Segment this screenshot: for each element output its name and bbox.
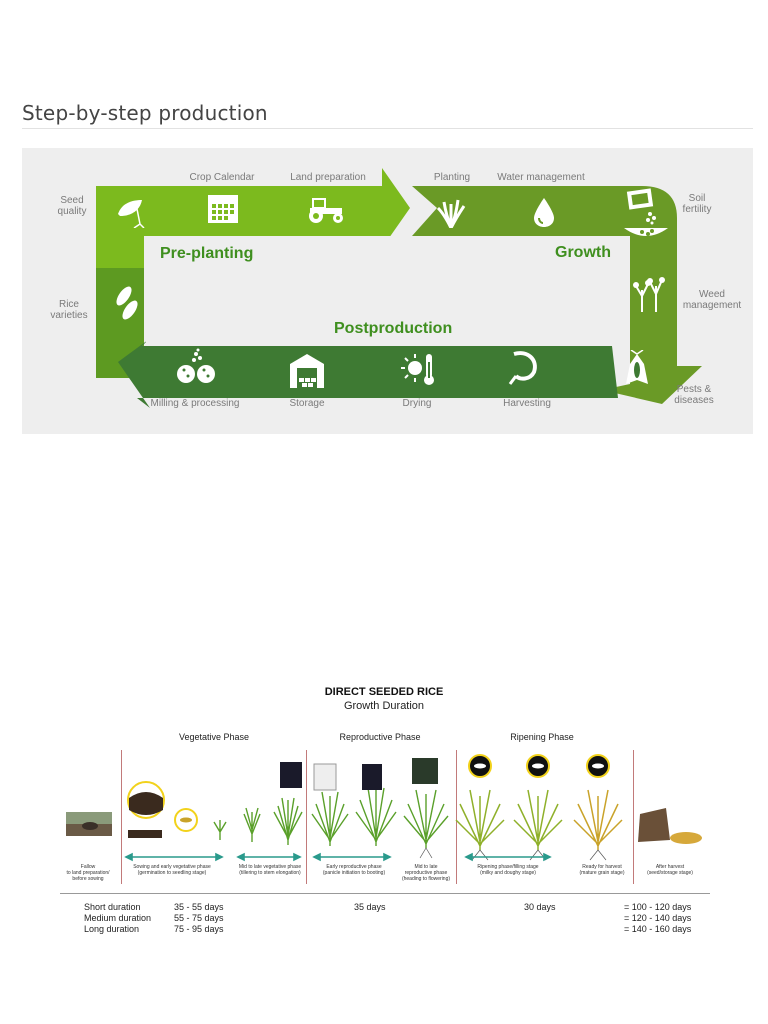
- label-pests-diseases-line2: diseases: [674, 395, 714, 406]
- soil-test-icon: [624, 188, 668, 236]
- rice-varieties-block: [96, 268, 144, 378]
- label-seed-quality-line1: Seed: [60, 195, 84, 206]
- rice-plant-icon: [436, 199, 466, 228]
- rice-grains-icon: [116, 286, 138, 320]
- phase-vegetative: Vegetative Phase: [178, 732, 250, 742]
- grain-circles: [468, 754, 610, 778]
- label-seed-quality: Seed quality: [58, 195, 87, 217]
- label-seed-quality-line2: quality: [57, 206, 87, 217]
- roots: [419, 847, 607, 861]
- label-soil-fertility-line2: fertility: [682, 204, 712, 215]
- label-crop-calendar: Crop Calendar: [189, 172, 255, 183]
- vegetative-durations: 35 - 55 days 55 - 75 days 75 - 95 days: [174, 902, 224, 935]
- total-duration-medium: = 120 - 140 days: [624, 913, 692, 923]
- page-title: Step-by-step production: [22, 101, 268, 125]
- soil-circle: [127, 781, 165, 838]
- sun-thermometer-icon: [401, 354, 434, 385]
- caption-after-harvest: After harvest (seed/storage stage): [647, 864, 693, 876]
- tractor-icon: [309, 198, 343, 223]
- caption-ready-for-harvest: Ready for harvest (mature grain stage): [579, 864, 625, 876]
- growth-arrowhead: [602, 348, 702, 404]
- vegetative-duration-long: 75 - 95 days: [174, 924, 224, 934]
- heading-inset: [412, 758, 438, 784]
- total-durations: = 100 - 120 days = 120 - 140 days = 140 …: [624, 902, 691, 935]
- rice-figure-title: DIRECT SEEDED RICE: [324, 686, 444, 698]
- cycle-inner-panel: [144, 236, 630, 346]
- label-rice-varieties-line1: Rice: [58, 299, 79, 310]
- label-rice-varieties: Rice varieties: [50, 299, 87, 321]
- seedling-icon: [118, 200, 145, 228]
- phase-pre-planting: Pre-planting: [160, 245, 254, 262]
- panicle-initiation-inset: [313, 763, 337, 791]
- rice-figure-subtitle: Growth Duration: [343, 700, 425, 712]
- calendar-icon: [208, 195, 238, 223]
- growth-arrow: [412, 186, 677, 358]
- caption-sowing: Sowing and early vegetative phase (germi…: [133, 864, 211, 876]
- duration-divider: [60, 893, 710, 894]
- label-harvesting: Harvesting: [503, 398, 551, 409]
- label-land-preparation: Land preparation: [290, 172, 366, 183]
- label-soil-fertility: Soil fertility: [683, 193, 712, 215]
- label-weed-management-line1: Weed: [699, 289, 725, 300]
- sickle-icon: [508, 351, 537, 385]
- label-weed-management: Weed management: [683, 289, 741, 311]
- stem-elongation-inset: [280, 762, 302, 788]
- label-soil-fertility-line1: Soil: [688, 193, 706, 204]
- water-drop-icon: [534, 198, 554, 227]
- phase-growth: Growth: [555, 244, 611, 261]
- caption-mid-late-reproductive: Mid to late reproductive phase (heading …: [401, 864, 451, 882]
- label-rice-varieties-line2: varieties: [50, 310, 88, 321]
- total-duration-short: = 100 - 120 days: [624, 902, 692, 912]
- caption-fallow: Fallow to land preparation/ before sowin…: [66, 864, 110, 882]
- phase-ripening: Ripening Phase: [510, 732, 574, 742]
- phase-separator: [121, 750, 122, 884]
- label-milling-processing: Milling & processing: [150, 398, 240, 409]
- phase-reproductive: Reproductive Phase: [339, 732, 421, 742]
- moth-icon: [626, 350, 648, 384]
- rice-growth-illustration: [66, 754, 702, 862]
- duration-label-medium: Medium duration: [84, 913, 152, 923]
- vegetative-duration-medium: 55 - 75 days: [174, 913, 224, 923]
- caption-early-reproductive: Early reproductive phase (panicle initia…: [322, 864, 386, 876]
- duration-label-short: Short duration: [84, 902, 141, 912]
- mature-plant: [573, 789, 623, 850]
- rice-sack-image: [638, 808, 702, 844]
- production-cycle-diagram: Pre-planting Growth Postproduction Seed …: [22, 148, 753, 434]
- booting-inset: [362, 764, 382, 790]
- label-pests-diseases-line1: Pests &: [676, 384, 712, 395]
- ripening-duration: 30 days: [524, 902, 556, 912]
- postproduction-arrow: [118, 340, 618, 408]
- title-divider: [22, 128, 753, 129]
- mill-icon: [177, 348, 215, 383]
- rice-plants: [213, 787, 449, 848]
- label-drying: Drying: [402, 398, 432, 409]
- caption-mid-late-vegetative: Mid to late vegetative phase (tillering …: [238, 864, 302, 876]
- total-duration-long: = 140 - 160 days: [624, 924, 692, 934]
- weed-icon: [633, 277, 665, 312]
- caption-ripening: Ripening phase/filling stage (milky and …: [477, 864, 539, 876]
- warehouse-icon: [290, 354, 324, 388]
- stage-arrows: [124, 852, 552, 862]
- phase-separator: [633, 750, 634, 884]
- phase-separator: [456, 750, 457, 884]
- phase-postproduction: Postproduction: [334, 320, 453, 337]
- germinating-seed-circle: [174, 808, 198, 832]
- fallow-field-image: [66, 812, 112, 836]
- vegetative-duration-short: 35 - 55 days: [174, 902, 224, 912]
- label-pests-diseases: Pests & diseases: [674, 384, 713, 406]
- ripening-plants: [455, 789, 563, 850]
- reproductive-duration: 35 days: [354, 902, 386, 912]
- label-planting: Planting: [433, 172, 471, 183]
- duration-labels: Short duration Medium duration Long dura…: [84, 902, 151, 935]
- label-water-management: Water management: [497, 172, 585, 183]
- duration-label-long: Long duration: [84, 924, 140, 934]
- phase-separator: [306, 750, 307, 884]
- label-storage: Storage: [289, 398, 325, 409]
- label-weed-management-line2: management: [682, 300, 742, 311]
